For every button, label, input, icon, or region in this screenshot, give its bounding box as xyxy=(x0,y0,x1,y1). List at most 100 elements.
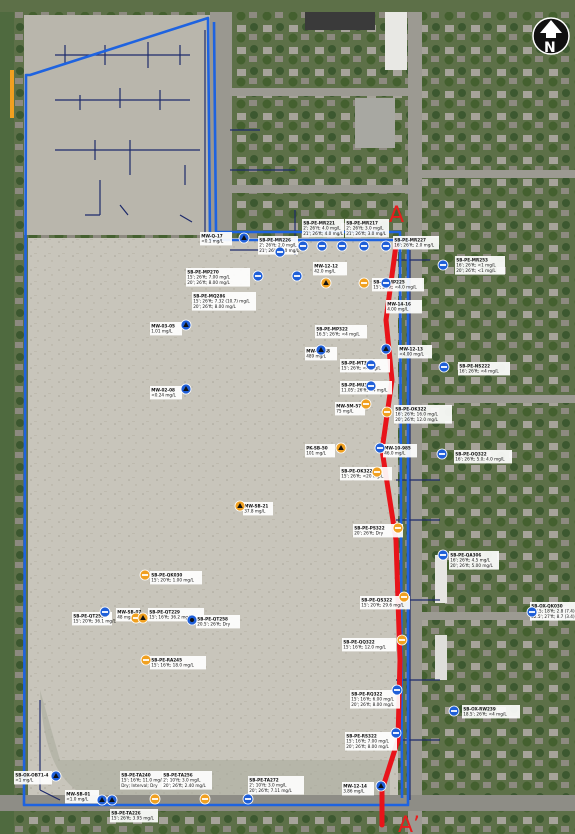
sample-label-box xyxy=(350,690,400,709)
soil-boring-icon[interactable] xyxy=(291,270,303,282)
sample-label-line: SB-OX-QK030 xyxy=(531,604,563,609)
soil-boring-icon[interactable] xyxy=(398,591,410,603)
monitoring-well-icon[interactable] xyxy=(50,770,62,782)
monitoring-well-icon[interactable] xyxy=(96,794,108,806)
sample-label-line: Dry; Interval; Dry xyxy=(121,783,158,788)
soil-boring-icon[interactable] xyxy=(316,240,328,252)
sample-label-line: MW-SB-07 xyxy=(117,610,141,615)
soil-boring-icon[interactable] xyxy=(436,448,448,460)
sample-label-box xyxy=(258,236,298,255)
section-line-path[interactable] xyxy=(379,242,403,828)
soil-boring-icon[interactable] xyxy=(358,240,370,252)
soil-boring-icon[interactable] xyxy=(380,240,392,252)
sample-label-line: 15'; 26'ft; <4 mg/L xyxy=(341,366,381,371)
sample-label-line: 15'; 26'ft; 3.95 mg/L xyxy=(111,816,154,821)
soil-boring-icon[interactable] xyxy=(526,606,538,618)
sample-label-line: SB-PE-MU322 xyxy=(341,383,373,388)
sample-label-box xyxy=(340,359,390,373)
soil-boring-icon[interactable] xyxy=(437,259,449,271)
soil-boring-icon[interactable] xyxy=(358,277,370,289)
sample-label-line: 16'; 26'ft; <4 mg/L xyxy=(459,369,499,374)
soil-boring-icon[interactable] xyxy=(252,270,264,282)
sample-label-line: 16'; 26'ft; 16.0 mg/L xyxy=(395,412,438,417)
soil-boring-icon[interactable] xyxy=(437,549,449,561)
sample-label-line: SB-PE-OK322 xyxy=(341,469,372,474)
soil-boring-icon[interactable] xyxy=(365,380,377,392)
section-line[interactable]: A A’ xyxy=(379,203,420,834)
road-cross-2 xyxy=(230,185,420,193)
soil-boring-icon[interactable] xyxy=(396,634,408,646)
monitoring-well-icon[interactable] xyxy=(180,383,192,395)
sample-label-line: <4.00 mg/L xyxy=(399,352,424,357)
sample-label-box xyxy=(14,771,52,785)
building-4 xyxy=(435,555,447,603)
soil-boring-icon[interactable] xyxy=(242,793,254,805)
north-arrow-head xyxy=(540,20,562,38)
monitoring-well-icon[interactable] xyxy=(315,344,327,356)
sample-label-line: SB-PE-MR217 xyxy=(346,221,378,226)
soil-boring-icon[interactable] xyxy=(374,442,386,454)
monitoring-well-icon[interactable] xyxy=(335,442,347,454)
road-cross-5 xyxy=(422,612,575,620)
soil-boring-icon[interactable] xyxy=(336,240,348,252)
soil-boring-icon[interactable] xyxy=(140,654,152,666)
road-south xyxy=(0,795,575,811)
soil-boring-icon[interactable] xyxy=(392,522,404,534)
soil-boring-icon[interactable] xyxy=(391,684,403,696)
soil-boring-icon[interactable] xyxy=(390,727,402,739)
sample-label-box xyxy=(162,771,212,790)
sample-label-line: 2'; 10'ft; 3.0 mg/L xyxy=(163,778,201,783)
soil-boring-icon[interactable] xyxy=(186,614,198,626)
road-cross-1 xyxy=(230,88,420,96)
soil-boring-icon[interactable] xyxy=(381,406,393,418)
monitoring-well-icon[interactable] xyxy=(180,319,192,331)
sample-label-box xyxy=(353,524,403,538)
soil-boring-icon[interactable] xyxy=(274,246,286,258)
sample-label-box xyxy=(394,405,452,424)
sample-label-line: 4.00 mg/L xyxy=(387,307,409,312)
soil-boring-icon[interactable] xyxy=(365,359,377,371)
monitoring-well-icon[interactable] xyxy=(238,232,250,244)
soil-boring-icon[interactable] xyxy=(360,398,372,410)
soil-boring-icon[interactable] xyxy=(371,466,383,478)
sample-label-line: SB-PE-NS222 xyxy=(459,364,490,369)
sample-label-line: PK-SB-50 xyxy=(306,446,328,451)
monitoring-well-icon[interactable] xyxy=(106,794,118,806)
soil-boring-icon[interactable] xyxy=(438,361,450,373)
sample-label-line: 16'; 26'ft; 5.0; 4.0 mg/L xyxy=(455,457,505,462)
sample-label-line: 21'; 26'ft; 4.0 mg/L xyxy=(303,231,344,236)
monitoring-well-icon[interactable] xyxy=(137,612,149,624)
sample-label-box xyxy=(305,444,335,458)
monitoring-well-icon[interactable] xyxy=(380,343,392,355)
sample-label-line: MW-03-05 xyxy=(151,324,175,329)
soil-boring-icon[interactable] xyxy=(380,277,392,289)
soil-boring-icon[interactable] xyxy=(139,569,151,581)
soil-boring-icon[interactable] xyxy=(99,606,111,618)
soil-boring-icon[interactable] xyxy=(297,240,309,252)
monitoring-well-icon[interactable] xyxy=(375,780,387,792)
sample-label-box xyxy=(110,809,158,823)
soil-boring-icon[interactable] xyxy=(149,793,161,805)
sample-label-line: SB-PE-MR221 xyxy=(303,221,335,226)
sample-label-box xyxy=(530,602,575,621)
soil-boring-icon[interactable] xyxy=(199,793,211,805)
sample-label: MW-12-13<4.00 mg/L xyxy=(398,345,432,359)
monitoring-well-icon[interactable] xyxy=(320,277,332,289)
sample-label-box xyxy=(186,268,250,287)
sample-label-line: 15'; 20'ft; 29.6 mg/L xyxy=(361,603,404,608)
monitoring-well-icon[interactable] xyxy=(234,500,246,512)
soil-boring-icon[interactable] xyxy=(448,705,460,717)
